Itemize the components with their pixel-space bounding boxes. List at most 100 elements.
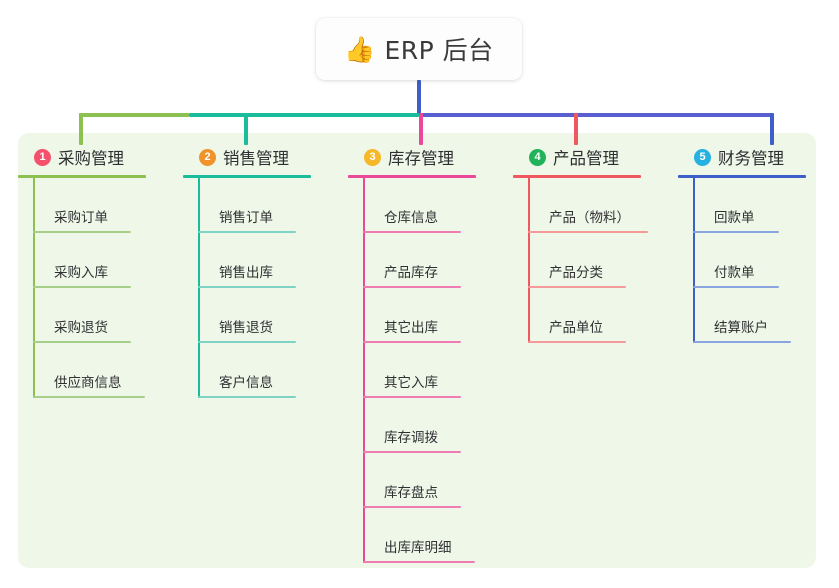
branch-number-badge: 3 <box>364 148 381 166</box>
branch-item-underline <box>528 231 648 233</box>
branch-title: 销售管理 <box>223 149 289 168</box>
branch-item[interactable]: 采购退货 <box>18 288 168 343</box>
branch-stem <box>528 178 530 343</box>
branch-item-label: 产品单位 <box>549 320 603 336</box>
branch-stem <box>33 178 35 398</box>
branch-item-label: 产品分类 <box>549 265 603 281</box>
branch-stem <box>693 178 695 343</box>
connector-drop-5 <box>770 113 774 145</box>
branch-underline <box>183 175 311 178</box>
branch-item[interactable]: 付款单 <box>678 233 818 288</box>
branch-item-label: 产品（物料） <box>549 210 630 226</box>
branch-item-label: 供应商信息 <box>54 375 122 391</box>
connector-drop-4 <box>574 113 578 145</box>
branch-item-underline <box>198 341 296 343</box>
root-node-inner: 👍 ERP 后台 <box>344 31 493 67</box>
branch-item[interactable]: 产品（物料） <box>513 178 663 233</box>
branch-header-4[interactable]: 4 产品管理 <box>513 145 663 169</box>
branch-title: 库存管理 <box>388 149 454 168</box>
branch-item-underline <box>363 561 475 563</box>
branch-item-label: 库存调拨 <box>384 430 438 446</box>
branch-item-underline <box>363 396 461 398</box>
branch-item-underline <box>198 231 296 233</box>
branch-item[interactable]: 其它入库 <box>348 343 498 398</box>
branch-column-4: 4 产品管理产品（物料） 产品分类产品单位 <box>513 145 663 343</box>
branch-item[interactable]: 产品库存 <box>348 233 498 288</box>
branch-item-underline <box>198 396 296 398</box>
branch-item-underline <box>33 231 131 233</box>
branch-item-label: 产品库存 <box>384 265 438 281</box>
branch-item-label: 客户信息 <box>219 375 273 391</box>
branch-item[interactable]: 供应商信息 <box>18 343 168 398</box>
branch-item-label: 销售出库 <box>219 265 273 281</box>
connector-drop-3 <box>419 113 423 145</box>
branch-item-label: 销售订单 <box>219 210 273 226</box>
branch-header-2[interactable]: 2 销售管理 <box>183 145 333 169</box>
connector-drop-2 <box>244 113 248 145</box>
branch-item-underline <box>363 231 461 233</box>
branch-item-underline <box>363 506 461 508</box>
branch-item-underline <box>363 341 461 343</box>
branch-item-label: 采购退货 <box>54 320 108 336</box>
branch-item-underline <box>33 396 145 398</box>
branch-item-underline <box>693 286 779 288</box>
branch-item-label: 仓库信息 <box>384 210 438 226</box>
branch-item-label: 回款单 <box>714 210 755 226</box>
branch-item-label: 库存盘点 <box>384 485 438 501</box>
branch-item-underline <box>363 451 461 453</box>
branch-column-2: 2 销售管理销售订单销售出库销售退货客户信息 <box>183 145 333 398</box>
root-node[interactable]: 👍 ERP 后台 <box>316 18 522 80</box>
branch-item-underline <box>33 341 131 343</box>
branch-item[interactable]: 产品单位 <box>513 288 663 343</box>
branch-item[interactable]: 其它出库 <box>348 288 498 343</box>
branch-item[interactable]: 采购入库 <box>18 233 168 288</box>
branch-item-underline <box>693 341 791 343</box>
branch-underline <box>513 175 641 178</box>
branch-column-3: 3 库存管理仓库信息产品库存其它出库其它入库库存调拨库存盘点出库库明细 <box>348 145 498 563</box>
branch-item[interactable]: 客户信息 <box>183 343 333 398</box>
branch-item[interactable]: 库存盘点 <box>348 453 498 508</box>
branch-item[interactable]: 结算账户 <box>678 288 818 343</box>
branch-item-label: 其它入库 <box>384 375 438 391</box>
branch-number-badge: 5 <box>694 148 711 166</box>
branch-item-label: 出库库明细 <box>384 540 452 556</box>
branch-item-label: 付款单 <box>714 265 755 281</box>
branch-item[interactable]: 销售出库 <box>183 233 333 288</box>
connector-bus-segment-3 <box>419 113 772 117</box>
branch-item[interactable]: 库存调拨 <box>348 398 498 453</box>
branch-item-underline <box>528 341 626 343</box>
branch-body: 仓库信息产品库存其它出库其它入库库存调拨库存盘点出库库明细 <box>348 178 498 563</box>
branch-number-badge: 4 <box>529 148 546 166</box>
branch-item-label: 其它出库 <box>384 320 438 336</box>
branch-item[interactable]: 产品分类 <box>513 233 663 288</box>
branch-item-label: 结算账户 <box>714 320 768 336</box>
branch-body: 回款单付款单结算账户 <box>678 178 818 343</box>
branch-item[interactable]: 出库库明细 <box>348 508 498 563</box>
branch-title: 采购管理 <box>58 149 124 168</box>
branch-title: 产品管理 <box>553 149 619 168</box>
branch-header-3[interactable]: 3 库存管理 <box>348 145 498 169</box>
branch-stem <box>198 178 200 398</box>
connector-trunk <box>417 80 421 115</box>
branch-item[interactable]: 销售退货 <box>183 288 333 343</box>
branch-item[interactable]: 仓库信息 <box>348 178 498 233</box>
branch-underline <box>18 175 146 178</box>
branch-item-underline <box>528 286 626 288</box>
branch-number-badge: 2 <box>199 148 216 166</box>
thumbs-up-icon: 👍 <box>344 34 376 64</box>
branch-item-underline <box>198 286 296 288</box>
branch-underline <box>678 175 806 178</box>
content-panel <box>18 133 816 568</box>
branch-item[interactable]: 回款单 <box>678 178 818 233</box>
branch-item[interactable]: 采购订单 <box>18 178 168 233</box>
branch-item-underline <box>693 231 779 233</box>
connector-drop-1 <box>79 113 83 145</box>
branch-item-label: 采购订单 <box>54 210 108 226</box>
branch-item[interactable]: 销售订单 <box>183 178 333 233</box>
branch-item-label: 采购入库 <box>54 265 108 281</box>
